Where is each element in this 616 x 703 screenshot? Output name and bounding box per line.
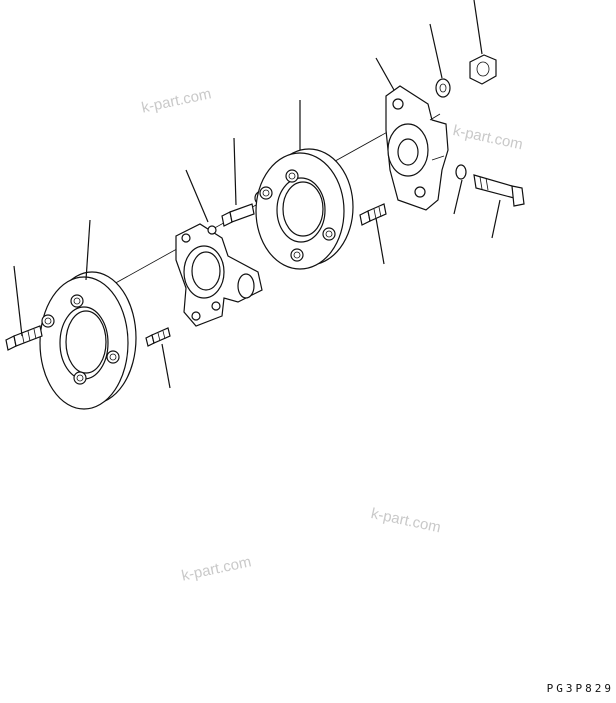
bolt-mid-flange [359, 203, 387, 226]
long-bolt-right [473, 174, 525, 207]
mounting-bracket [385, 85, 449, 211]
bolt-lower-center [145, 327, 171, 347]
drawing-code: PG3P829 [546, 682, 614, 695]
elbow-connector [175, 223, 263, 327]
hex-nut [469, 54, 497, 85]
leader-lines [13, 0, 501, 389]
rear-flange [255, 148, 354, 270]
front-flange [39, 271, 137, 410]
bolt-front-left [5, 325, 43, 351]
washer-upper-right [435, 78, 451, 98]
washer-lower-right [455, 164, 467, 180]
